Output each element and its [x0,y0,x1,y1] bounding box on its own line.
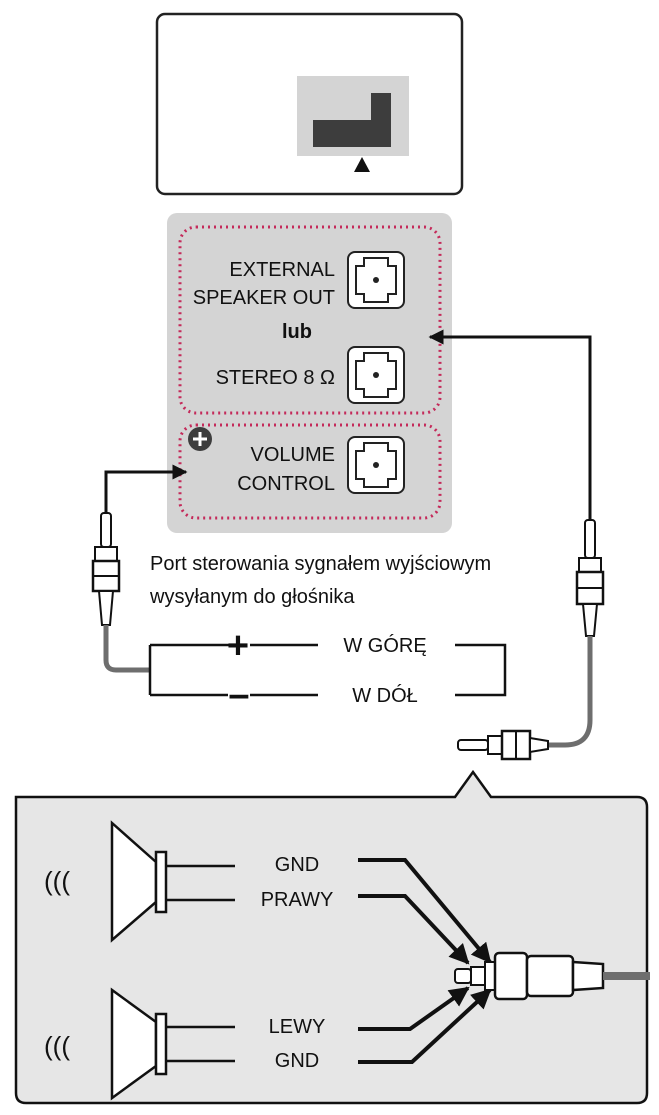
right-channel-label: PRAWY [261,889,334,911]
port-label-volume: VOLUME [251,444,335,466]
speaker-connection-arrow [428,329,592,520]
left-speaker-waves-icon: ((( [44,1031,70,1061]
volume-control-jack-icon [347,436,405,494]
gnd-top-label: GND [275,854,319,876]
port-label-control: CONTROL [237,473,335,495]
lead-right [358,894,470,965]
plus-sign: + [227,625,249,667]
speaker-leads [166,864,235,1063]
speaker-plug-top-icon [575,519,605,637]
lead-gnd-bottom [358,988,492,1064]
wiring-detail-panel [14,769,649,1105]
stereo-plug-icon [454,951,650,1001]
gnd-bottom-label: GND [275,1050,319,1072]
position-marker-icon [354,157,370,172]
speaker-out-jack-icon [347,251,405,309]
or-label: lub [282,321,312,343]
left-channel-label: LEWY [269,1016,326,1038]
up-label: W GÓRĘ [343,634,426,657]
speaker-cable [548,636,593,748]
volume-plug-icon [91,512,121,626]
port-location-icon [313,93,391,147]
volume-control-port-group [178,423,442,520]
speaker-out-port-group [178,225,442,415]
caption-line-2: wysyłanym do głośnika [149,586,355,608]
left-speaker-icon [110,987,168,1101]
lead-left [358,986,470,1031]
minus-sign: – [228,674,249,716]
right-speaker-waves-icon: ((( [44,866,70,896]
caption-line-1: Port sterowania sygnałem wyjściowym [150,553,491,575]
port-label-speaker-out: SPEAKER OUT [193,287,335,309]
plus-badge-icon [188,427,212,451]
port-label-external: EXTERNAL [229,259,335,281]
tv-top-view [155,12,464,196]
volume-control-wiring [148,643,507,697]
volume-connection-arrow [104,464,188,513]
volume-cable [103,625,150,673]
down-label: W DÓŁ [352,684,418,707]
right-speaker-icon [110,820,168,943]
device-port-panel: EXTERNAL SPEAKER OUT lub STEREO 8 Ω VOLU… [167,213,452,533]
port-label-stereo: STEREO 8 Ω [216,367,335,389]
stereo-jack-icon [347,346,405,404]
speaker-plug-horizontal-icon [457,729,549,761]
lead-gnd-top [358,858,492,964]
